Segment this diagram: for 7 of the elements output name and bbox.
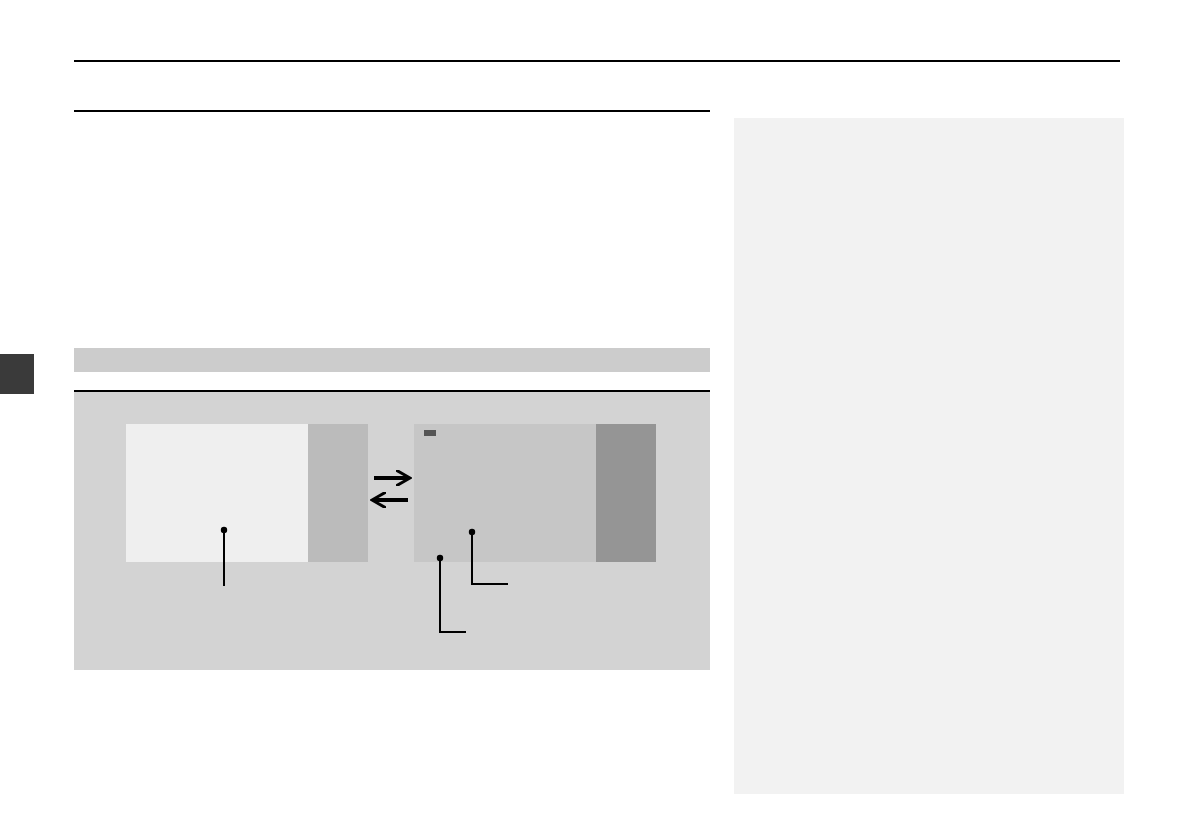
screen-display bbox=[414, 424, 656, 562]
leader-line bbox=[436, 554, 467, 633]
leader-line bbox=[220, 526, 228, 587]
leader-line bbox=[468, 528, 509, 585]
arrow bbox=[374, 468, 412, 488]
screen-display bbox=[126, 424, 368, 562]
arrow bbox=[370, 490, 408, 510]
